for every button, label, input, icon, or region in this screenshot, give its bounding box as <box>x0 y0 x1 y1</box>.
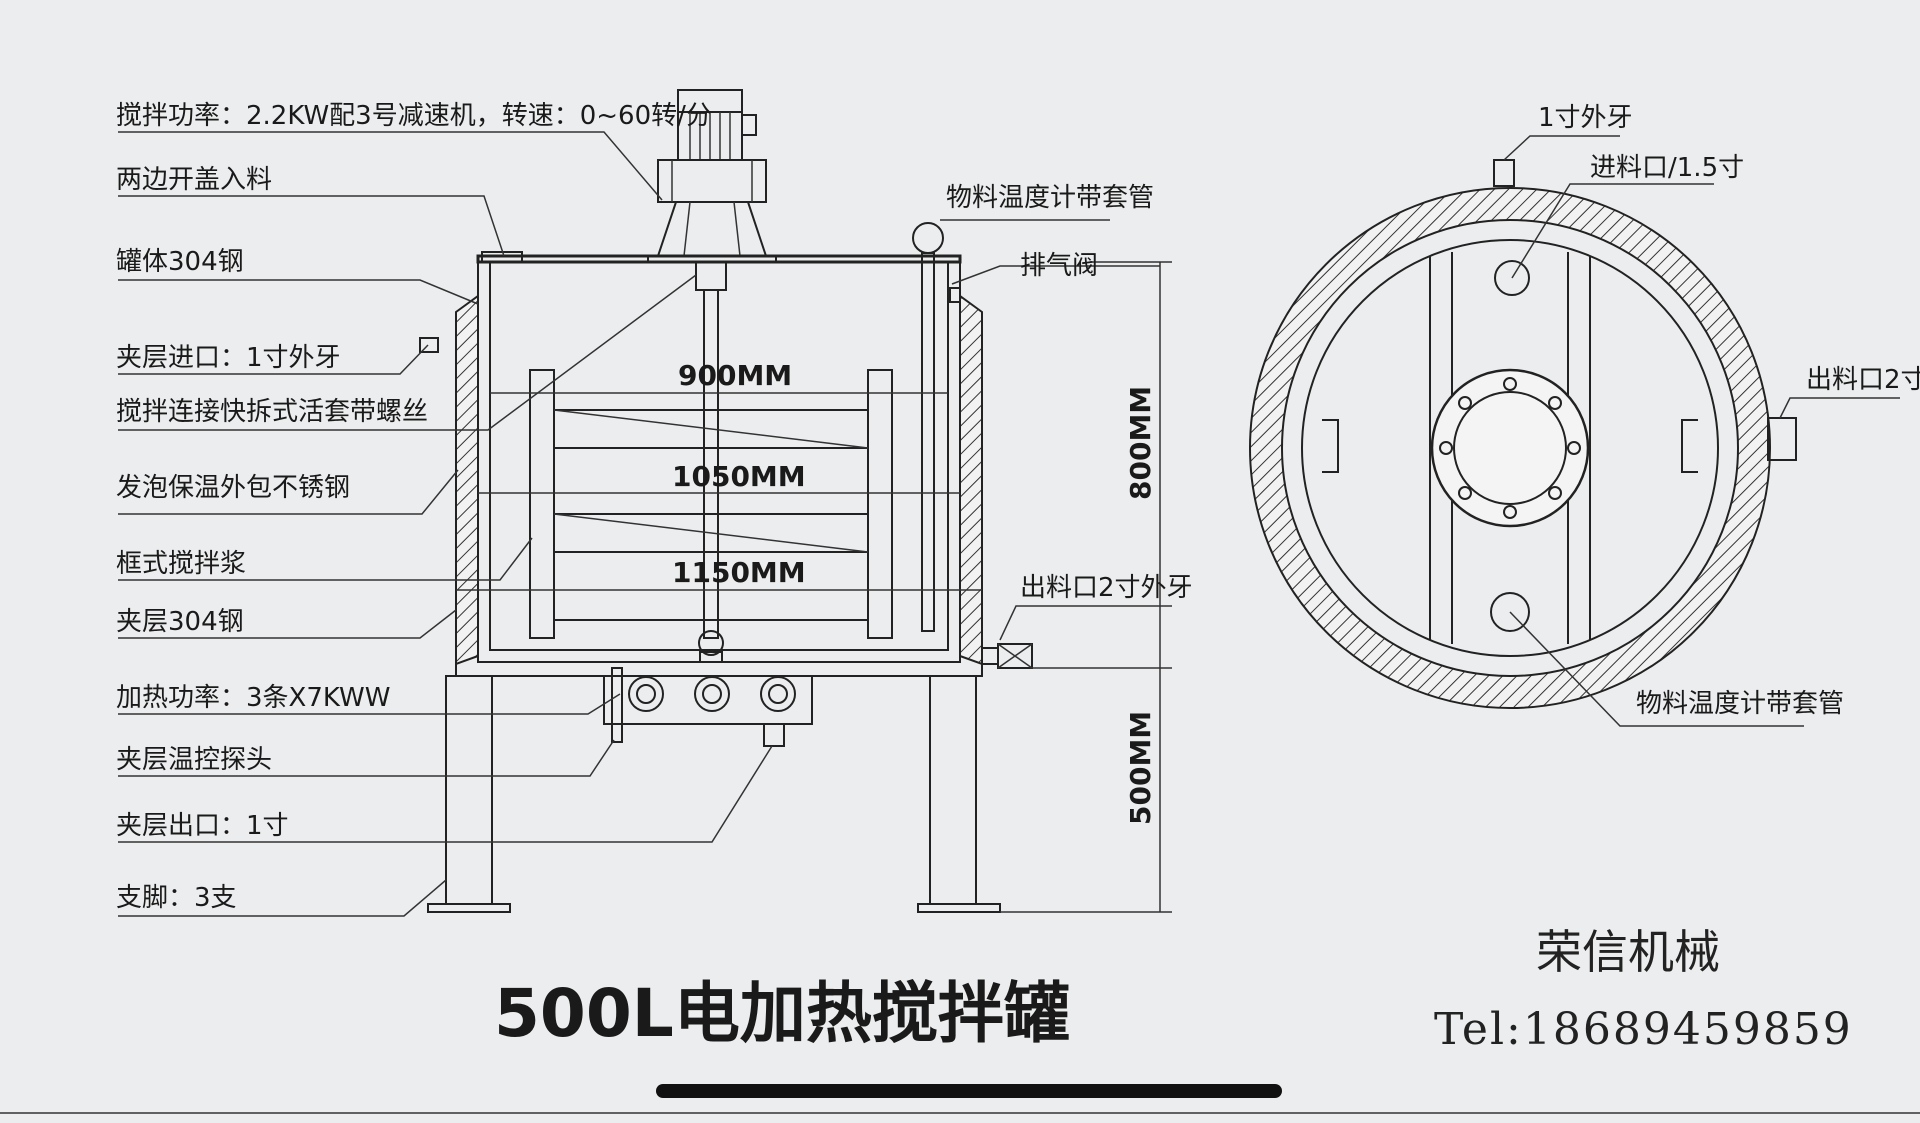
dim-800: 800MM <box>1124 386 1157 500</box>
jacket-inlet-nozzle <box>419 337 439 353</box>
label-vent: 排气阀 <box>1020 251 1098 281</box>
company-tel: Tel:18689459859 <box>1434 1004 1853 1055</box>
label-body: 罐体304钢 <box>116 247 244 277</box>
label-jacket-inlet: 夹层进口：1寸外牙 <box>116 343 341 373</box>
inner-dimensions: 900MM 1050MM 1150MM <box>456 359 982 591</box>
top-view: 1寸外牙 进料口/1.5寸 出料口2寸 物料温度计带套管 <box>1249 103 1920 727</box>
dim-1150: 1150MM <box>672 556 806 589</box>
flange-bolts <box>1439 377 1581 519</box>
label-thread: 1寸外牙 <box>1538 103 1633 133</box>
thermometer-well <box>912 222 961 632</box>
label-thermometer-front: 物料温度计带套管 <box>946 183 1154 213</box>
outlet-valve <box>981 643 1033 669</box>
heater-block <box>603 667 813 747</box>
label-temp-probe: 夹层温控探头 <box>116 745 272 775</box>
label-outlet-front: 出料口2寸外牙 <box>1020 573 1193 603</box>
agitator <box>529 261 893 663</box>
label-power: 搅拌功率：2.2KW配3号减速机，转速：0~60转/分 <box>116 101 712 131</box>
dim-1050: 1050MM <box>672 460 806 493</box>
label-jacket: 夹层304钢 <box>116 607 244 637</box>
label-quick-coupling: 搅拌连接快拆式活套带螺丝 <box>116 397 428 427</box>
label-outlet-top: 出料口2寸 <box>1806 365 1920 395</box>
home-indicator[interactable] <box>656 1084 1282 1098</box>
dim-500: 500MM <box>1124 711 1157 825</box>
label-legs: 支脚：3支 <box>116 883 237 913</box>
label-inlet: 进料口/1.5寸 <box>1590 153 1744 183</box>
label-lid: 两边开盖入料 <box>116 165 272 195</box>
label-insulation: 发泡保温外包不锈钢 <box>116 473 350 503</box>
leader-lines <box>118 131 1172 917</box>
front-view: 900MM 1050MM 1150MM <box>116 89 1193 1052</box>
front-right-labels: 物料温度计带套管 排气阀 出料口2寸外牙 <box>946 183 1193 603</box>
legs <box>427 675 1001 913</box>
label-frame-paddle: 框式搅拌浆 <box>116 549 246 579</box>
label-thermometer-top: 物料温度计带套管 <box>1636 689 1844 719</box>
company-name: 荣信机械 <box>1536 925 1720 979</box>
height-dimensions: 800MM 500MM <box>1000 261 1172 913</box>
label-jacket-outlet: 夹层出口：1寸 <box>116 811 289 841</box>
dim-900: 900MM <box>678 359 792 392</box>
side-labels: 搅拌功率：2.2KW配3号减速机，转速：0~60转/分 两边开盖入料 罐体304… <box>116 101 712 913</box>
label-heating-power: 加热功率：3条X7KWW <box>116 683 390 713</box>
drawing-title: 500L电加热搅拌罐 <box>494 975 1070 1052</box>
